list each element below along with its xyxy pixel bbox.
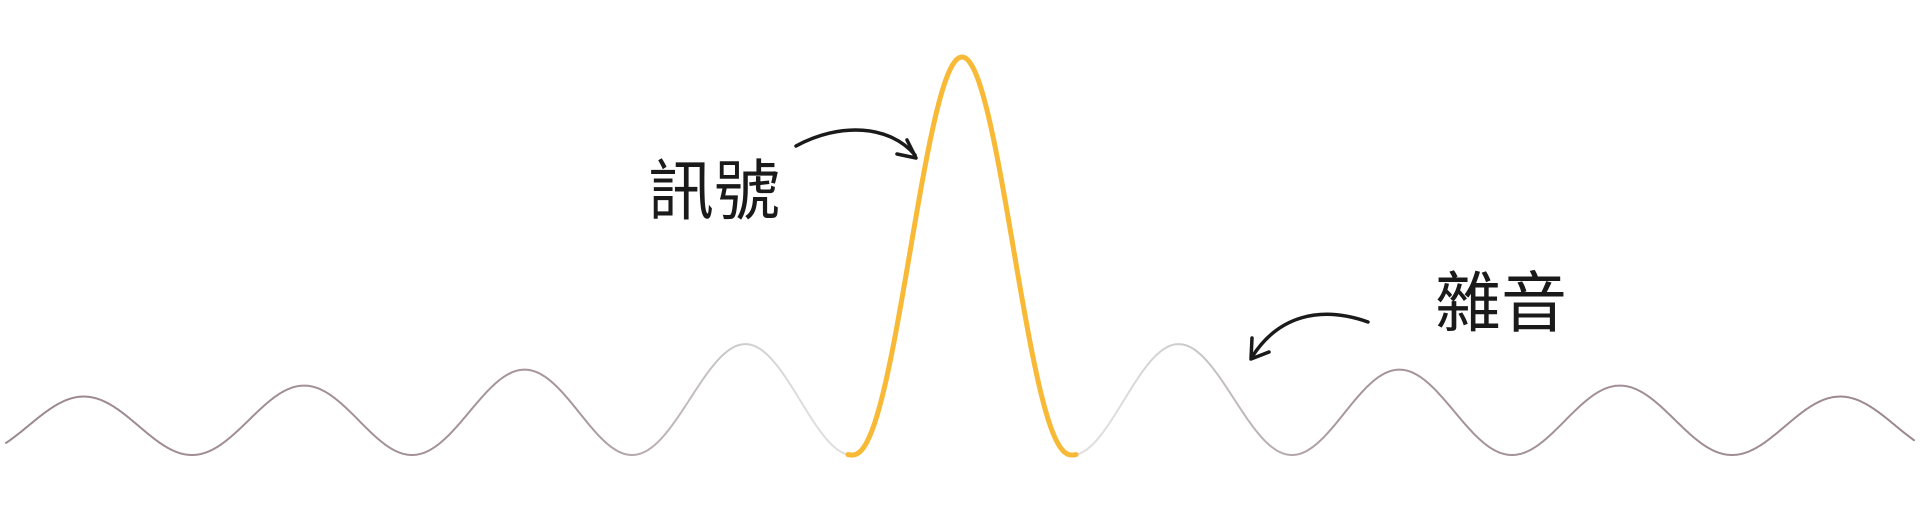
signal-peak <box>845 54 1079 458</box>
signal-label: 訊號 <box>648 153 780 230</box>
noise-arrow-icon <box>1249 312 1370 361</box>
noise-wave <box>5 56 1915 456</box>
signal-arrow-icon <box>794 128 918 160</box>
noise-label: 雜音 <box>1435 265 1567 342</box>
